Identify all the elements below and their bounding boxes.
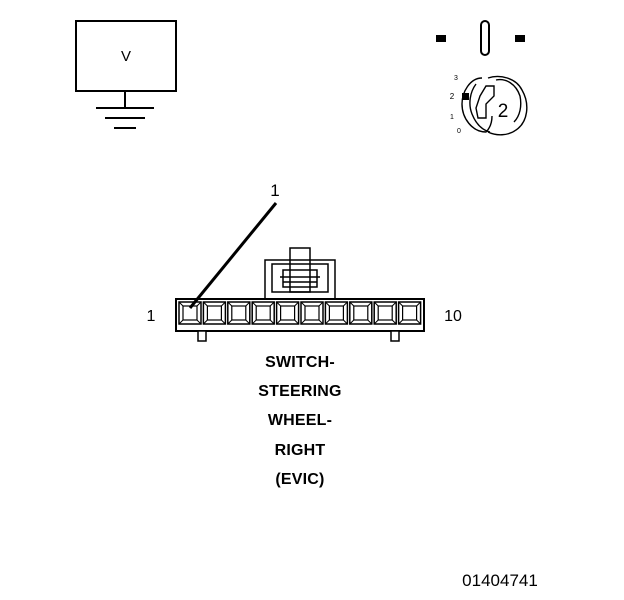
figure-number: 01404741	[462, 571, 538, 590]
first-pin-label: 1	[147, 308, 156, 325]
pin-cavity-3	[227, 301, 251, 325]
position-label-1: 1	[450, 114, 454, 121]
position-labels: 3 2 1 0	[450, 75, 461, 135]
position-label-3: 3	[454, 75, 458, 82]
connector-name-line-4: RIGHT	[274, 442, 326, 459]
connector-cavities	[178, 301, 422, 325]
selected-position-icon	[462, 93, 469, 100]
last-pin-label: 10	[444, 308, 462, 325]
pin-cavity-8	[349, 301, 373, 325]
pin-cavity-5	[275, 301, 300, 325]
key-number-label: 2	[498, 101, 509, 122]
voltmeter-label: V	[121, 48, 131, 65]
right-mounting-foot	[390, 330, 400, 342]
connector-face: 1 1 10	[147, 181, 462, 342]
position-label-0: 0	[457, 128, 461, 135]
connector-name-line-2: STEERING	[258, 383, 342, 400]
left-mounting-foot	[197, 330, 207, 342]
connector-name-line-5: (EVIC)	[275, 471, 325, 488]
pin-cavity-1	[178, 301, 202, 325]
key-cylinder-icon	[461, 75, 528, 136]
pin-cavity-9	[373, 301, 397, 325]
connector-name-line-1: SWITCH-	[265, 354, 335, 371]
callout-leader-line	[188, 202, 278, 309]
pin-cavity-4	[251, 301, 275, 325]
pin-cavity-2	[202, 301, 227, 325]
pin-cavity-7	[324, 301, 349, 325]
callout-number: 1	[270, 181, 279, 200]
left-terminal-icon	[436, 35, 446, 42]
pin-cavity-10	[397, 301, 422, 325]
pin-cavity-6	[300, 301, 324, 325]
connector-latch	[264, 247, 336, 300]
ground-icon	[96, 91, 154, 129]
position-label-2: 2	[450, 92, 455, 101]
connector-name-line-3: WHEEL-	[267, 412, 333, 429]
connector-view-legend: 3 2 1 0 2	[436, 20, 528, 136]
right-terminal-icon	[515, 35, 525, 42]
slot-icon	[480, 20, 490, 56]
voltmeter-symbol: V	[75, 20, 177, 129]
